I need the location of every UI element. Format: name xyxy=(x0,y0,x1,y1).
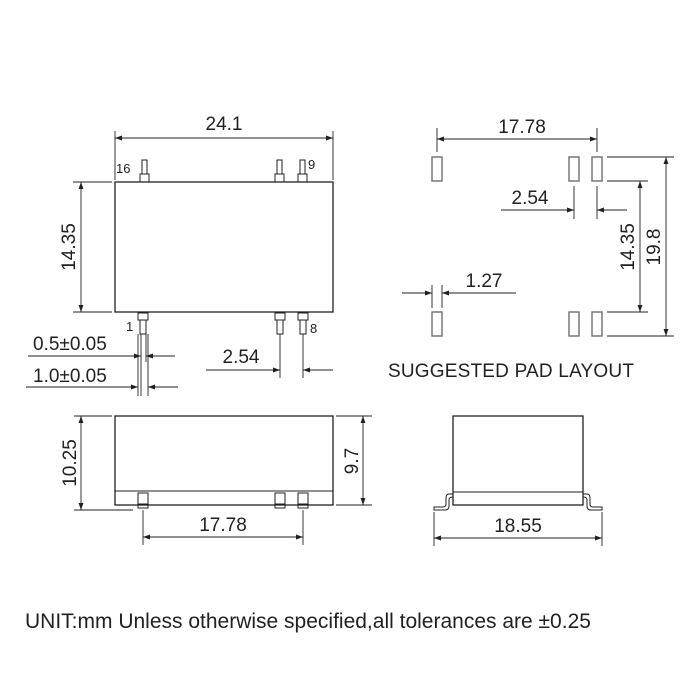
left-gull-wing-lead xyxy=(433,493,454,511)
right-gull-wing-lead xyxy=(582,493,603,511)
pin-10 xyxy=(274,159,285,182)
pin-width-dimension: 0.5±0.05 xyxy=(33,334,107,355)
end-width-dimension: 18.55 xyxy=(494,516,542,537)
pad-width-dimension: 1.27 xyxy=(466,271,503,292)
side-pins xyxy=(137,492,309,509)
pads xyxy=(431,156,603,337)
pin-label-16: 16 xyxy=(116,161,130,176)
end-view-body xyxy=(452,415,584,506)
top-view: 16 9 1 8 24.1 14.35 0.5±0.05 1.0±0.05 2.… xyxy=(26,114,334,396)
pad xyxy=(591,156,603,182)
height-dimension: 14.35 xyxy=(59,223,80,271)
pad-pitch-dimension: 2.54 xyxy=(512,188,549,209)
pin-span-dimension: 17.78 xyxy=(199,515,247,536)
pad-layout: 17.78 2.54 1.27 14.35 19.8 SUGGESTED PAD… xyxy=(388,117,674,382)
pad xyxy=(568,156,580,182)
pin-foot-dimension: 1.0±0.05 xyxy=(33,366,107,387)
pin-16 xyxy=(139,159,150,182)
body-height-dimension: 9.7 xyxy=(342,448,363,474)
pad xyxy=(431,311,443,337)
outer-row-dimension: 19.8 xyxy=(644,229,665,266)
top-view-body xyxy=(114,181,334,313)
pin-1 xyxy=(137,312,149,335)
pad xyxy=(591,311,603,337)
top-pins xyxy=(139,159,308,182)
width-dimension: 24.1 xyxy=(206,114,243,135)
pin-label-1: 1 xyxy=(126,319,133,334)
pin-label-8: 8 xyxy=(310,321,317,336)
pad-span-dimension: 17.78 xyxy=(498,117,546,138)
side-view: 10.25 9.7 17.78 xyxy=(60,415,372,545)
pad xyxy=(431,156,443,182)
pin-9 xyxy=(297,159,308,182)
inner-row-dimension: 14.35 xyxy=(618,223,639,271)
total-height-dimension: 10.25 xyxy=(60,439,81,487)
pin-7 xyxy=(274,312,286,335)
side-view-body xyxy=(114,415,334,506)
pin-pitch-dimension: 2.54 xyxy=(223,347,260,368)
pin-8 xyxy=(297,312,309,335)
pad-layout-title: SUGGESTED PAD LAYOUT xyxy=(388,361,634,382)
pad xyxy=(568,311,580,337)
units-note: UNIT:mm Unless otherwise specified,all t… xyxy=(25,610,591,633)
bottom-pins xyxy=(137,312,309,335)
end-view: 18.55 xyxy=(433,415,603,546)
pin-label-9: 9 xyxy=(308,157,315,172)
